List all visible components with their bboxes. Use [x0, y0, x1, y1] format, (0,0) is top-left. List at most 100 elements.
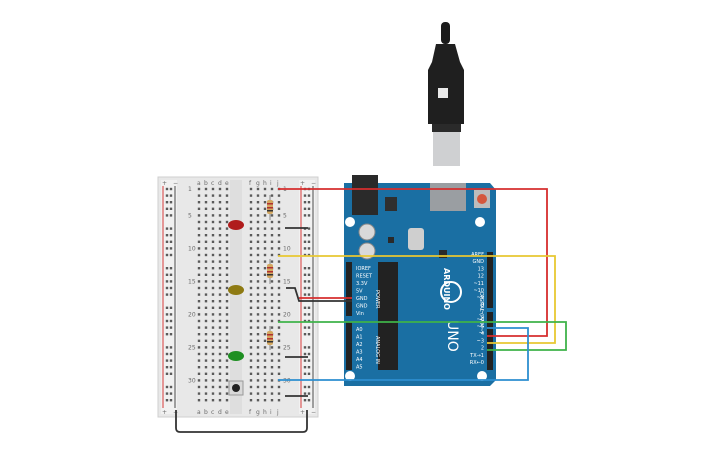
- mount-hole: [477, 371, 487, 381]
- pin-label: TX→1: [469, 353, 484, 359]
- wires: [175, 188, 567, 433]
- yellow-wire[interactable]: [278, 255, 556, 344]
- voltage-regulator: [385, 197, 397, 211]
- microcontroller-chip: [378, 262, 398, 370]
- usb-cable-wire: [441, 22, 450, 44]
- pin-label: 7: [481, 310, 484, 316]
- column-label: c: [211, 180, 214, 187]
- pin-label: GND: [356, 304, 368, 310]
- pushbutton[interactable]: [228, 380, 244, 396]
- row-number: 15: [188, 278, 196, 285]
- right-rail: [299, 180, 315, 414]
- power-title: POWER: [374, 290, 380, 309]
- pin-label: Vin: [356, 311, 364, 317]
- pin-label: 4: [481, 331, 484, 337]
- pin-label: 5V: [356, 289, 363, 295]
- components: [228, 195, 273, 396]
- mount-hole: [345, 371, 355, 381]
- row-number: 20: [188, 311, 196, 318]
- capacitor: [358, 223, 376, 241]
- red-led[interactable]: [228, 220, 244, 230]
- pin-label: A0: [356, 327, 363, 333]
- digital-title: DIGITAL (PWM~): [478, 292, 484, 334]
- pin-label: ~5: [477, 324, 484, 330]
- capacitor: [358, 242, 376, 260]
- column-label: e: [225, 180, 229, 187]
- pin-label: ~10: [473, 288, 484, 294]
- resistor-2[interactable]: [267, 259, 273, 284]
- pin-label: A5: [356, 365, 363, 371]
- pin-label: A3: [356, 350, 363, 356]
- pin-label: A2: [356, 342, 363, 348]
- usb-icon: [438, 88, 448, 98]
- column-label: d: [218, 409, 222, 416]
- column-label: h: [263, 409, 267, 416]
- row-number: 20: [283, 311, 291, 318]
- row-number: 10: [283, 245, 291, 252]
- resistor-3[interactable]: [267, 326, 273, 350]
- column-label: b: [204, 409, 208, 416]
- resistor-1[interactable]: [267, 195, 273, 220]
- rail-jumper-wire[interactable]: [175, 410, 308, 433]
- column-label: j: [276, 180, 279, 187]
- pin-label: RESET: [356, 274, 373, 280]
- chip-small: [388, 237, 394, 243]
- red-wire[interactable]: [278, 188, 548, 337]
- row-number: 5: [188, 212, 192, 219]
- usb-plug-neck: [432, 124, 461, 132]
- usb-cable[interactable]: [428, 22, 464, 166]
- power-jack: [352, 175, 378, 215]
- rail-label: +: [300, 180, 305, 187]
- reset-button[interactable]: [477, 194, 487, 204]
- black-wire-gnd[interactable]: [286, 287, 352, 302]
- row-number: 15: [283, 278, 291, 285]
- crystal: [408, 228, 424, 250]
- yellow-led[interactable]: [228, 285, 244, 295]
- mount-hole: [475, 217, 485, 227]
- usb-plug-body: [428, 44, 464, 124]
- pin-label: ~3: [477, 338, 484, 344]
- digital-header-top: [487, 252, 493, 308]
- column-label: f: [249, 409, 252, 416]
- green-wire[interactable]: [278, 321, 567, 351]
- column-label: d: [218, 180, 222, 187]
- pin-label: AREF: [471, 252, 484, 258]
- pin-label: RX←0: [470, 360, 484, 366]
- row-number: 25: [283, 344, 291, 351]
- analog-header: [346, 322, 352, 370]
- blue-wire[interactable]: [278, 327, 529, 381]
- pin-label: 12: [478, 274, 484, 280]
- rail-label: −: [173, 180, 178, 187]
- column-label: f: [249, 180, 252, 187]
- usb-plug-metal: [433, 132, 460, 166]
- row-number: 10: [188, 245, 196, 252]
- power-header: [346, 262, 352, 316]
- pin-label: 13: [478, 266, 484, 272]
- column-label: g: [256, 180, 260, 187]
- column-label: a: [197, 409, 201, 416]
- rail-label: +: [162, 180, 167, 187]
- column-label: j: [276, 409, 279, 416]
- row-number: 1: [188, 186, 192, 193]
- pin-label: GND: [356, 296, 368, 302]
- column-label: g: [256, 409, 260, 416]
- pin-label: 8: [481, 302, 484, 308]
- rail-label: +: [300, 409, 305, 416]
- pin-label: ~11: [473, 281, 484, 287]
- green-led[interactable]: [228, 351, 244, 361]
- pin-label: ~9: [477, 295, 484, 301]
- rail-label: +: [162, 409, 167, 416]
- row-number: 25: [188, 344, 196, 351]
- digital-header-bottom: [487, 312, 493, 370]
- column-label: e: [225, 409, 229, 416]
- pin-label: ~6: [477, 317, 484, 323]
- chip-smd: [439, 250, 447, 258]
- row-number: 30: [188, 377, 196, 384]
- center-channel: [230, 180, 242, 414]
- column-label: h: [263, 180, 267, 187]
- row-number: 5: [283, 212, 287, 219]
